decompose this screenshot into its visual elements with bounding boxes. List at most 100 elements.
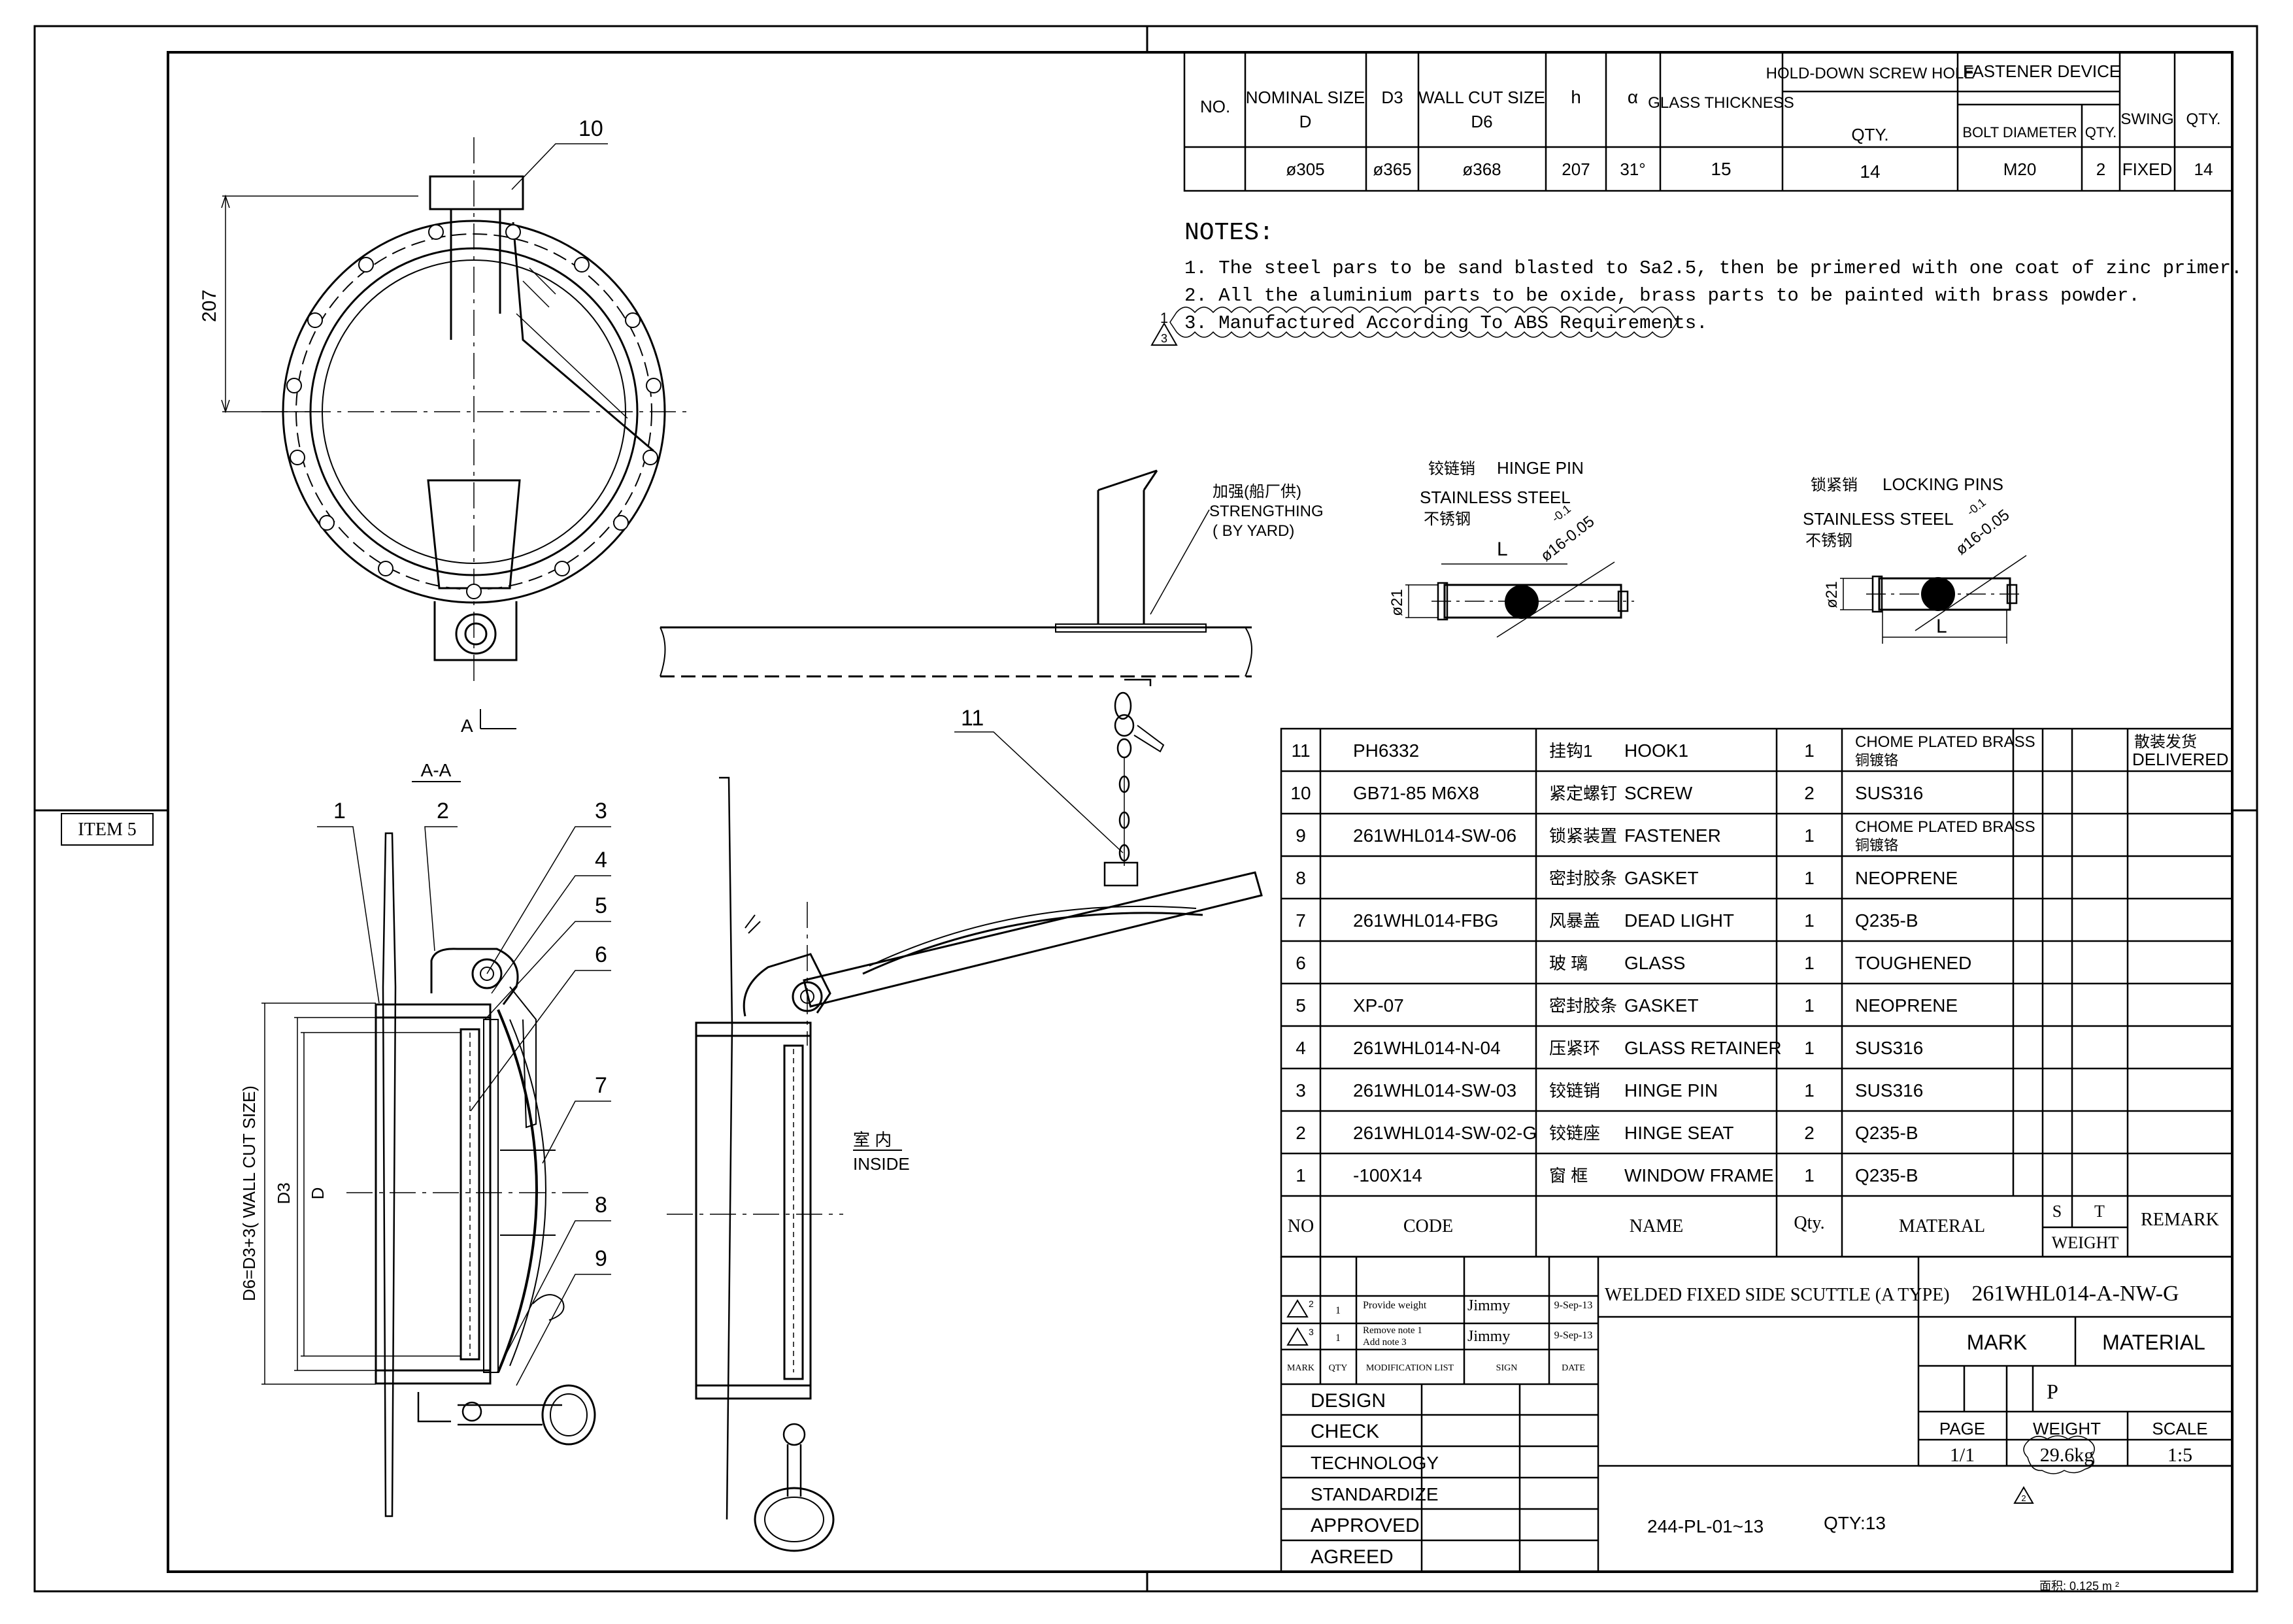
part-code: 261WHL014-FBG <box>1353 910 1499 931</box>
spec-table: NO. NOMINAL SIZE D D3 WALL CUT SIZE D6 h… <box>1183 51 2234 192</box>
page-value: 1/1 <box>1950 1444 1975 1466</box>
part-material: CHOME PLATED BRASS <box>1855 818 2035 836</box>
note-2: 2. All the aluminium parts to be oxide, … <box>1184 285 2140 307</box>
part-no: 5 <box>1296 995 1306 1016</box>
parts-header-no: NO <box>1288 1216 1314 1236</box>
part-material: Q235-B <box>1855 1123 1918 1143</box>
part-code: 261WHL014-SW-03 <box>1353 1080 1516 1101</box>
rev-header-date: DATE <box>1562 1363 1585 1373</box>
part-name-cn: 窗 框 <box>1549 1166 1588 1185</box>
rev-1-sign: Jimmy <box>1467 1297 1510 1314</box>
rev-header-qty: QTY <box>1329 1363 1348 1373</box>
part-code: 261WHL014-SW-02-G <box>1353 1123 1537 1143</box>
locking-pin-tol-sup: -0.1 <box>1964 495 1988 518</box>
strengthing-label: STRENGTHING <box>1209 503 1324 520</box>
section-mark-a: A <box>461 716 473 736</box>
callout-8: 8 <box>595 1193 607 1218</box>
callout-6: 6 <box>595 942 607 967</box>
p-label: P <box>2047 1380 2058 1403</box>
part-code: 261WHL014-SW-06 <box>1353 825 1516 846</box>
spec-cell-fqty: 2 <box>2096 159 2105 179</box>
note-3: 3. Manufactured According To ABS Require… <box>1184 312 1708 334</box>
project-number: 244-PL-01~13 <box>1647 1516 1764 1536</box>
hinge-pin-tol: ø16-0.05 <box>1537 512 1598 565</box>
parts-header-weight: WEIGHT <box>2052 1233 2119 1252</box>
part-material: Q235-B <box>1855 1165 1918 1185</box>
part-qty: 1 <box>1804 825 1815 846</box>
item-label: ITEM 5 <box>78 820 136 840</box>
part-name: DEAD LIGHT <box>1624 910 1734 931</box>
locking-pin-material: STAINLESS STEEL <box>1803 509 1954 529</box>
part-material: CHOME PLATED BRASS <box>1855 733 2035 751</box>
part-no: 6 <box>1296 953 1306 973</box>
part-qty: 1 <box>1804 910 1815 931</box>
parts-header-code: CODE <box>1403 1216 1453 1236</box>
part-material: SUS316 <box>1855 783 1923 803</box>
part-no: 4 <box>1296 1038 1306 1058</box>
outer-border <box>33 25 2258 1593</box>
notes: NOTES: 1. The steel pars to be sand blas… <box>1150 219 2242 346</box>
rev-triangle-icon-1 <box>1286 1299 1309 1317</box>
spec-cell-d3: ø365 <box>1373 159 1411 179</box>
part-no: 7 <box>1296 910 1306 931</box>
part-name: HINGE SEAT <box>1624 1123 1734 1143</box>
item-box <box>61 813 154 846</box>
part-material: SUS316 <box>1855 1038 1923 1058</box>
role-standardize: STANDARDIZE <box>1311 1484 1439 1504</box>
role-technology: TECHNOLOGY <box>1311 1453 1439 1473</box>
spec-header-fqty: QTY. <box>2085 124 2117 141</box>
part-no: 11 <box>1291 740 1310 761</box>
parts-header: NO CODE NAME Qty. MATERAL S T WEIGHT REM… <box>1288 1202 2219 1252</box>
spec-cell-swing: FIXED <box>2122 159 2173 179</box>
callout-1: 1 <box>333 799 346 823</box>
spec-header-fastener: FASTENER DEVICE <box>1963 61 2120 81</box>
rev-1-qty: 1 <box>1335 1305 1341 1316</box>
part-qty: 1 <box>1804 868 1815 888</box>
weight-rev-mark: 2 <box>2021 1493 2026 1503</box>
part-no: 9 <box>1296 825 1306 846</box>
weight-rev-triangle-icon <box>2013 1486 2034 1504</box>
part-material-cn: 铜镀铬 <box>1855 752 1898 769</box>
weight-label: WEIGHT <box>2033 1419 2101 1438</box>
rev-1-date: 9-Sep-13 <box>1554 1300 1593 1311</box>
spec-header-nominal-2: D <box>1299 112 1312 131</box>
rev-1-desc: Provide weight <box>1363 1300 1427 1311</box>
part-code: XP-07 <box>1353 995 1404 1016</box>
parts-header-t: T <box>2094 1202 2105 1221</box>
drawing-title: WELDED FIXED SIDE SCUTTLE (A TYPE) <box>1605 1285 1950 1305</box>
part-name: GASKET <box>1624 995 1699 1016</box>
revision-triangle-num: 3 <box>1161 332 1167 345</box>
parts-header-remark: REMARK <box>2141 1210 2219 1230</box>
part-code: GB71-85 M6X8 <box>1353 783 1479 803</box>
dim-d3: D3 <box>274 1182 293 1204</box>
callout-4: 4 <box>595 848 607 872</box>
spec-header-swing: SWING <box>2120 110 2173 128</box>
part-remark: 散装发货 <box>2134 733 2197 751</box>
spec-cell-h: 207 <box>1562 159 1590 179</box>
page-label: PAGE <box>1939 1419 1985 1438</box>
part-qty: 1 <box>1804 1038 1815 1058</box>
parts-header-material: MATERAL <box>1899 1216 1985 1236</box>
spec-cell-qty: 14 <box>2194 159 2213 179</box>
part-name-cn: 挂钩1 <box>1549 741 1592 761</box>
locking-pin-tol: ø16-0.05 <box>1952 506 2013 558</box>
mark-label: MARK <box>1967 1331 2027 1354</box>
strengthing-cn: 加强(船厂供) <box>1213 483 1301 501</box>
section-view <box>261 826 611 1517</box>
rev-1-mark: 2 <box>1309 1299 1314 1309</box>
part-name: FASTENER <box>1624 825 1721 846</box>
spec-header-h: h <box>1571 87 1581 107</box>
rev-header-mark: MARK <box>1287 1363 1314 1373</box>
part-material: Q235-B <box>1855 910 1918 931</box>
part-material: SUS316 <box>1855 1080 1923 1101</box>
part-name-cn: 铰链销 <box>1549 1081 1600 1101</box>
revision-triangle-icon <box>1150 322 1178 346</box>
revision-mark: 1 <box>1160 310 1168 326</box>
scale-label: SCALE <box>2152 1419 2207 1438</box>
part-qty: 1 <box>1804 995 1815 1016</box>
inside-label: INSIDE <box>853 1154 910 1174</box>
part-name: HINGE PIN <box>1624 1080 1718 1101</box>
locking-pin-material-cn: 不锈钢 <box>1805 532 1852 550</box>
